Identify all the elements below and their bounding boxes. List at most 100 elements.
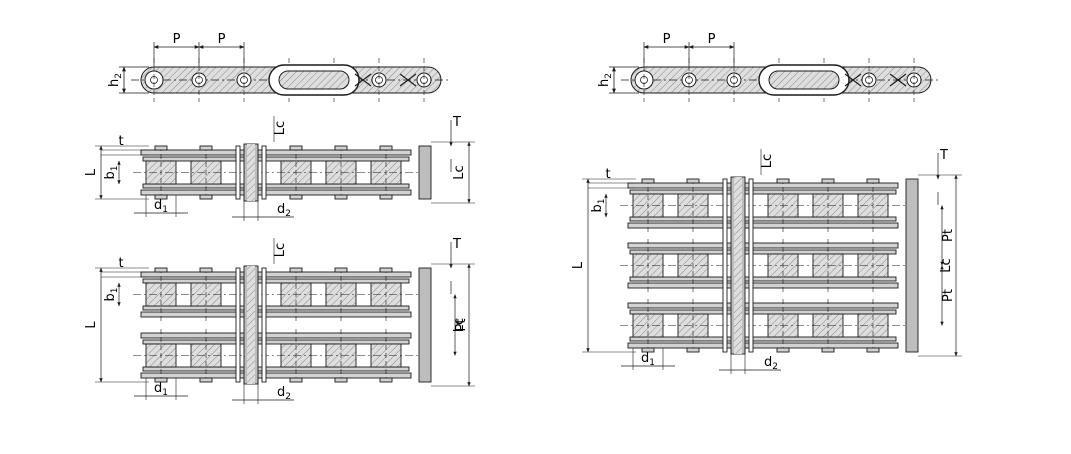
- label-T: T: [939, 148, 948, 163]
- outer-plate: [140, 332, 412, 339]
- pin-head: [379, 267, 393, 273]
- pin-head: [686, 347, 700, 353]
- outer-plate: [627, 242, 899, 249]
- label-pitch: P: [663, 32, 671, 47]
- outer-plate: [627, 182, 899, 189]
- outer-plate: [140, 372, 412, 379]
- pin-head: [776, 347, 790, 353]
- pin-head: [154, 145, 168, 151]
- pin-head: [776, 178, 790, 184]
- label-Lc-top: Lc: [760, 154, 775, 168]
- pin-head: [199, 145, 213, 151]
- pin-head: [289, 194, 303, 200]
- label-h2: h2: [107, 73, 124, 87]
- link-plate: [261, 145, 267, 200]
- pin-head: [154, 267, 168, 273]
- inner-plate: [629, 336, 897, 342]
- label-b1: b1: [103, 166, 120, 180]
- outer-plate: [627, 342, 899, 349]
- link-plate: [722, 178, 728, 353]
- link-plate: [235, 267, 241, 383]
- label-L: L: [571, 261, 586, 269]
- label-d1: d1: [641, 351, 655, 368]
- connecting-pin-hatch: [734, 177, 742, 354]
- label-b1: b1: [590, 199, 607, 213]
- pin-head: [199, 267, 213, 273]
- pin-head: [334, 377, 348, 383]
- side-view-triplex: [582, 149, 962, 374]
- inner-plate: [629, 216, 897, 222]
- pin-head: [686, 178, 700, 184]
- cotter-clip: [844, 73, 862, 87]
- label-t: t: [118, 256, 123, 271]
- link-plate: [235, 145, 241, 200]
- label-Lc: Lc: [939, 258, 954, 272]
- link-plate: [261, 267, 267, 383]
- label-T: T: [452, 115, 461, 130]
- pin-head: [334, 194, 348, 200]
- label-b1: b1: [103, 288, 120, 302]
- end-pin: [418, 145, 432, 200]
- inner-plate: [142, 366, 410, 372]
- outer-plate: [140, 149, 412, 156]
- pin-head: [821, 178, 835, 184]
- pin-head: [199, 377, 213, 383]
- connecting-link-plate: [278, 70, 350, 90]
- label-Lc: Lc: [452, 165, 467, 179]
- pin-head: [289, 267, 303, 273]
- inner-plate: [629, 189, 897, 195]
- label-T: T: [452, 237, 461, 252]
- outer-plate: [140, 311, 412, 318]
- pin-head: [154, 377, 168, 383]
- outer-plate: [627, 282, 899, 289]
- outer-plate: [627, 222, 899, 229]
- label-d1: d1: [154, 381, 168, 398]
- label-Pt: Pt: [941, 229, 956, 242]
- label-pitch: P: [218, 32, 226, 47]
- label-pitch: P: [708, 32, 716, 47]
- label-d2: d2: [277, 385, 291, 402]
- outer-plate: [140, 189, 412, 196]
- label-h2: h2: [597, 73, 614, 87]
- label-t: t: [605, 167, 610, 182]
- connecting-pin-hatch: [247, 266, 255, 384]
- inner-plate: [629, 309, 897, 315]
- top-view-right: [609, 42, 941, 102]
- top-view-left: [119, 42, 451, 102]
- label-Pt: Pt: [454, 319, 469, 332]
- cotter-clip: [399, 73, 417, 87]
- pin-head: [641, 178, 655, 184]
- label-d1: d1: [154, 198, 168, 215]
- pin-head: [334, 267, 348, 273]
- label-L: L: [84, 168, 99, 176]
- side-view-simplex: [95, 116, 475, 221]
- pin-head: [866, 178, 880, 184]
- inner-plate: [142, 156, 410, 162]
- pin-head: [289, 145, 303, 151]
- end-pin: [418, 267, 432, 383]
- pin-head: [821, 347, 835, 353]
- pin-head: [641, 347, 655, 353]
- label-pitch: P: [173, 32, 181, 47]
- pin-head: [379, 194, 393, 200]
- inner-plate: [142, 339, 410, 345]
- label-Lc: Lc: [452, 318, 467, 332]
- pin-head: [199, 194, 213, 200]
- link-plate: [748, 178, 754, 353]
- pin-head: [154, 194, 168, 200]
- connecting-link-plate: [768, 70, 840, 90]
- label-d2: d2: [277, 202, 291, 219]
- pin-head: [866, 347, 880, 353]
- label-t: t: [118, 134, 123, 149]
- inner-plate: [142, 183, 410, 189]
- inner-plate: [142, 305, 410, 311]
- label-Lc-top: Lc: [273, 243, 288, 257]
- side-view-duplex: [95, 238, 475, 404]
- connecting-pin-hatch: [247, 144, 255, 201]
- label-Pt: Pt: [941, 289, 956, 302]
- pin-head: [334, 145, 348, 151]
- outer-plate: [627, 302, 899, 309]
- cotter-clip: [889, 73, 907, 87]
